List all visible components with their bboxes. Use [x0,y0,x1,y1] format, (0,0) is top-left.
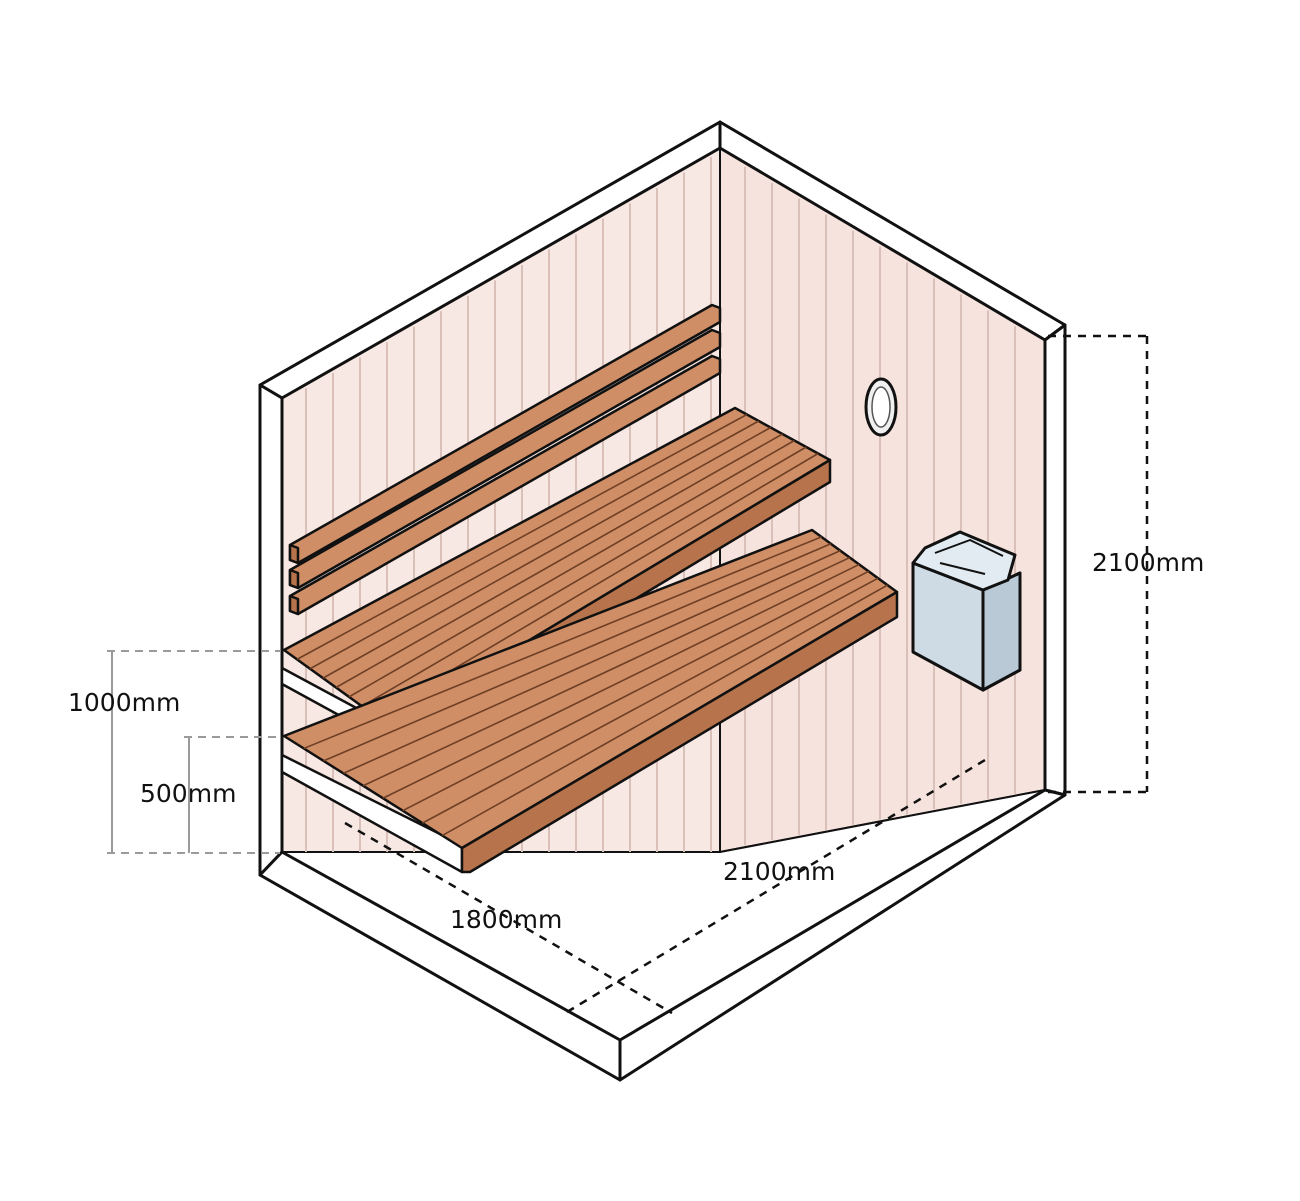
floor-length-label: 2100mm [723,857,835,886]
lower-bench-height-label: 500mm [140,779,236,808]
bench-slat-line [303,536,822,750]
bench-slat-line [335,433,783,689]
bench-slat-line [441,584,888,837]
heater-icon [911,530,1022,692]
upper-bench-height-label: 1000mm [68,688,180,717]
bench-slat-line [323,543,832,762]
upper-bench-slats [296,413,819,717]
lamp-icon [864,377,898,437]
wall-height-dimension [1048,334,1149,794]
bench-slat-line [343,549,841,775]
bench-slat-line [309,420,760,670]
right-wall-front-edge [1043,323,1067,797]
bench-slat-line [422,577,879,824]
floor-width-line [344,821,673,1015]
bench-slat-line [348,439,795,698]
floor-length-line [566,758,986,1014]
bench-slat-line [296,413,748,661]
lower-bench-slats [303,536,888,837]
bench-slat-line [322,426,772,679]
left-wall-front-edge [258,383,284,877]
bench-slat-line [361,446,807,707]
lower-bench [280,528,899,874]
wall-height-label: 2100mm [1092,548,1204,577]
floor-slab-right [618,788,1067,1082]
bench-slat-line [362,556,851,787]
floor-dimension-lines [344,758,986,1015]
bench-slat-line [402,570,870,812]
backrest [288,303,722,616]
bench-height-dimensions [107,650,280,854]
floor-width-label: 1800mm [450,905,562,934]
bench-slat-line [382,563,860,799]
